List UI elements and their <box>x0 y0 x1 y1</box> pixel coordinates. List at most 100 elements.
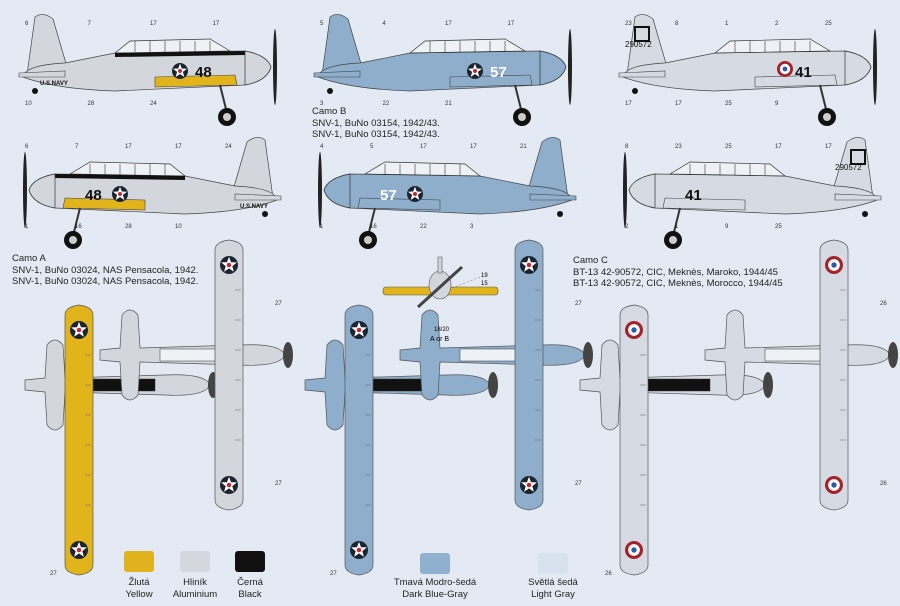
camo-a-title: Camo A <box>12 253 46 264</box>
wheel-hub <box>69 236 77 244</box>
wheel-hub <box>223 113 231 121</box>
camo-a-line-cz: SNV-1, BuNo 03024, NAS Pensacola, 1942. <box>12 264 199 276</box>
swatch-aluminium <box>180 551 210 572</box>
wing-insignia-bottom-center <box>76 547 82 553</box>
wheel-hub <box>364 236 372 244</box>
wing-insignia-bottom-center <box>526 482 532 488</box>
camo-c-line-cz: BT-13 42-90572, CIC, Meknès, Maroko, 194… <box>573 266 778 278</box>
callout-label: 24 <box>225 144 232 150</box>
camo-c-title: Camo C <box>573 255 608 266</box>
swatch-dark-blue-gray <box>420 553 450 574</box>
wing-root <box>357 197 441 211</box>
callout-label: 8 <box>625 144 629 150</box>
top-view-fuselage <box>579 339 773 431</box>
canopy-top <box>84 378 156 392</box>
spinner <box>283 342 293 368</box>
tail-fin <box>527 137 569 199</box>
legend-yellow-en: Yellow <box>125 589 153 600</box>
wing-planform <box>64 304 94 576</box>
callout-label: 7 <box>75 144 79 150</box>
tail-marking <box>634 26 650 42</box>
wing-insignia-top-center <box>526 262 532 268</box>
french-roundel-inner <box>782 66 788 72</box>
callout-label: 17 <box>775 144 782 150</box>
callout-label: 2 <box>775 21 779 27</box>
front-callout-a-or-b: A or B <box>430 336 449 343</box>
underside-view-wing <box>514 239 544 511</box>
callout-label: 17 <box>508 21 515 27</box>
wing-planform <box>344 304 374 576</box>
callout-label: 7 <box>88 21 92 27</box>
legend-dark-blue-gray-cz: Tmavá Modro-šedá <box>393 577 477 588</box>
propeller <box>23 152 27 228</box>
spinner <box>763 372 773 398</box>
callout-label: 25 <box>725 144 732 150</box>
wing-root <box>662 197 746 211</box>
aircraft-code: 57 <box>380 187 397 204</box>
callout-label: 23 <box>675 144 682 150</box>
legend-yellow-cz: Žlutá <box>128 577 150 588</box>
callout-label: 26 <box>605 571 612 577</box>
camo-b-line-cz: SNV-1, BuNo 03154, 1942/43. <box>312 117 440 129</box>
canopy <box>713 38 832 54</box>
callout-label: 27 <box>50 571 57 577</box>
wheel-hub <box>823 113 831 121</box>
tail-wheel <box>32 88 38 94</box>
callout-label: 10 <box>175 224 182 230</box>
aircraft-code: 41 <box>795 64 812 81</box>
callout-label: 8 <box>675 21 679 27</box>
legend-black-cz: Černá <box>237 577 263 588</box>
tail-serial: 290572 <box>835 163 862 172</box>
aircraft-profile <box>318 137 577 249</box>
wing-root <box>154 74 238 88</box>
tailplane <box>834 193 882 201</box>
aircraft-code: 48 <box>85 187 102 204</box>
us-star-insignia-center <box>413 192 417 196</box>
wing-insignia-top-center <box>356 327 362 333</box>
tailplane <box>313 70 361 78</box>
callout-label: 16 <box>75 224 82 230</box>
wheel-hub <box>518 113 526 121</box>
canopy <box>113 38 232 54</box>
cowling <box>628 173 656 209</box>
tailplane <box>618 70 666 78</box>
callout-label: 22 <box>383 101 390 107</box>
tail-fin <box>26 14 68 76</box>
canopy <box>363 161 482 177</box>
callout-label: 17 <box>125 144 132 150</box>
tail-wheel <box>862 211 868 217</box>
swatch-yellow <box>124 551 154 572</box>
wing-insignia-top-center <box>76 327 82 333</box>
cowling <box>323 173 351 209</box>
tailplane <box>234 193 282 201</box>
tail-serial: 290572 <box>625 40 652 49</box>
wing-planform <box>214 239 244 511</box>
spinner <box>488 372 498 398</box>
callout-label: 17 <box>470 144 477 150</box>
tailplane <box>529 193 577 201</box>
callout-label: 26 <box>880 301 887 307</box>
aircraft-code: 41 <box>685 187 702 204</box>
wing-insignia-bottom-center <box>226 482 232 488</box>
callout-label: 27 <box>275 301 282 307</box>
cowling <box>539 50 567 86</box>
callout-label: 3 <box>320 101 324 107</box>
legend-dark-blue-gray-en: Dark Blue-Gray <box>402 589 468 600</box>
top-view-wing <box>64 304 94 576</box>
wing-root <box>754 74 838 88</box>
callout-label: 6 <box>25 21 29 27</box>
callout-label: 22 <box>420 224 427 230</box>
tail-wheel <box>557 211 563 217</box>
tail-wheel <box>327 88 333 94</box>
cowling <box>244 50 272 86</box>
